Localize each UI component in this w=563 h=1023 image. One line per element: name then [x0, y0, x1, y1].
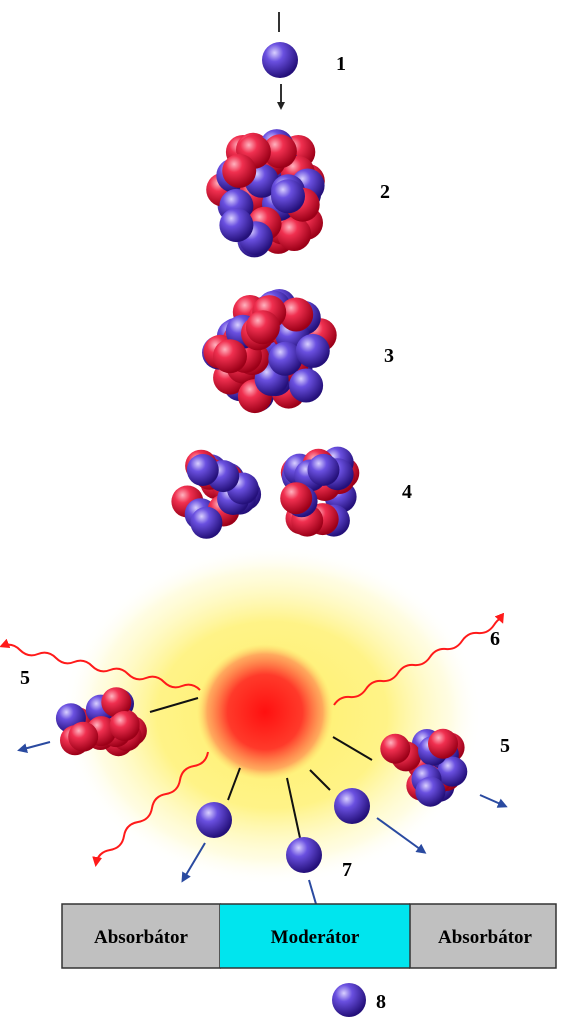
neutron-ball [271, 179, 305, 213]
neutron-ball [190, 507, 222, 539]
excited-compound-nucleus [202, 289, 337, 413]
label-1: 1 [336, 53, 346, 75]
proton-ball [280, 482, 312, 514]
absorber-label-right: Absorbátor [438, 927, 533, 948]
label-7: 7 [342, 859, 352, 881]
proton-ball [246, 310, 280, 344]
moderator-label: Moderátor [271, 927, 360, 948]
proton-ball [428, 729, 458, 759]
proton-ball [222, 154, 256, 188]
fast-neutron-middle [286, 837, 322, 873]
label-2: 2 [380, 181, 390, 203]
proton-ball [213, 339, 247, 373]
label-6: 6 [490, 628, 500, 650]
label-3: 3 [384, 345, 394, 367]
deformed-nucleus [171, 447, 359, 539]
neutron-ball [187, 454, 219, 486]
neutron-ball [219, 208, 253, 242]
neutron-ball [296, 334, 330, 368]
absorber-label-left: Absorbátor [94, 927, 189, 948]
proton-ball [380, 734, 410, 764]
neutron-ball [289, 369, 323, 403]
uranium-nucleus [206, 129, 325, 257]
label-5-left: 5 [20, 667, 30, 689]
explosion-core [197, 644, 333, 780]
fast-neutron-left [196, 802, 232, 838]
fragment-left-arrow [20, 742, 50, 750]
proton-ball [68, 722, 98, 752]
proton-ball [277, 217, 311, 251]
fragment-right-arrow [480, 795, 505, 806]
fast-neutron-right [334, 788, 370, 824]
neutron-ball [308, 454, 340, 486]
proton-ball [110, 711, 140, 741]
neutron-ball [415, 777, 445, 807]
label-4: 4 [402, 481, 412, 503]
slow-neutron [332, 983, 366, 1017]
label-8: 8 [376, 991, 386, 1013]
label-5-right: 5 [500, 735, 510, 757]
incoming-neutron [262, 42, 298, 78]
